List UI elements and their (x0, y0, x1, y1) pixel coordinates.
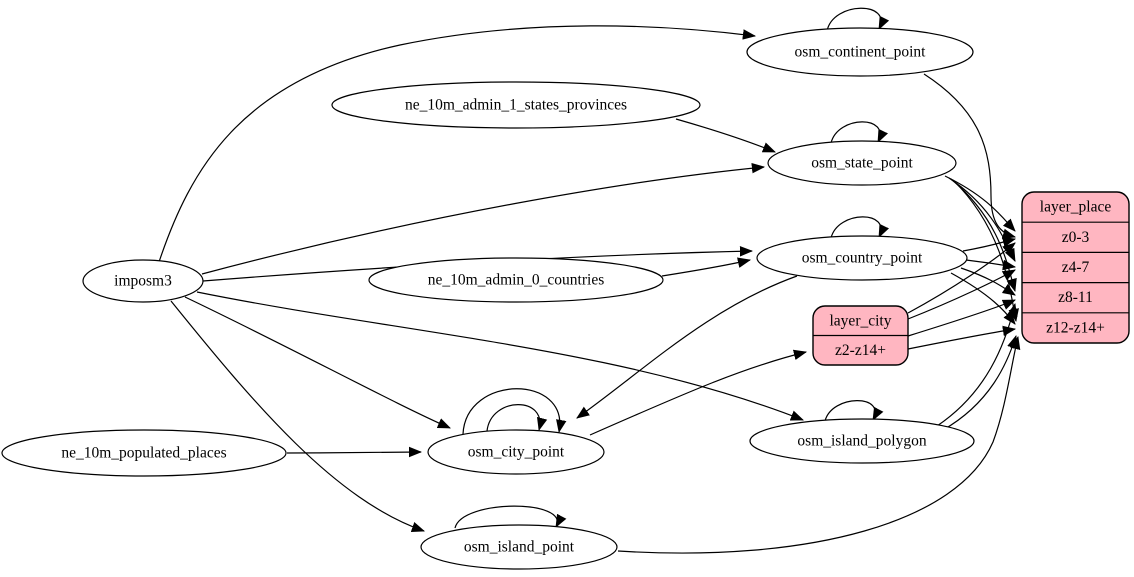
edge-osm_island_point-to-layer_place-z12-z14+ (617, 335, 1021, 554)
node-ne_10m_populated_places: ne_10m_populated_places (1, 429, 287, 477)
edge-osm_state_point-to-layer_place-z0-3 (944, 175, 1016, 232)
table-label-ne_10m_populated_places: ne_10m_populated_places (61, 445, 226, 462)
table-label-osm_island_polygon: osm_island_polygon (797, 433, 926, 450)
edge-osm_country_point-to-layer_place-z4-7 (965, 259, 1017, 271)
record-row-layer_city-z2-z14+: z2-z14+ (835, 342, 886, 359)
edge-osm_island_polygon-to-layer_place-z8-11 (936, 302, 1018, 427)
edge-layer_city-to-layer_place-z12-z14+ (907, 325, 1017, 350)
edge-imposm3-to-osm_island_point (170, 300, 425, 532)
node-ne_10m_admin_0_countries: ne_10m_admin_0_countries (368, 257, 664, 303)
self-loop-edge-osm_country_point-to-osm_country_point (830, 216, 890, 239)
table-label-ne_10m_admin_1_states_provinces: ne_10m_admin_1_states_provinces (405, 97, 627, 114)
node-osm_city_point: osm_city_point (427, 429, 605, 475)
record-box-layer_place (1021, 191, 1130, 344)
edge-osm_country_point-to-layer_place-z0-3 (962, 236, 1017, 252)
edge-osm_continent_point-to-layer_place-z0-3 (923, 73, 1017, 239)
node-osm_state_point: osm_state_point (767, 140, 957, 186)
node-osm_country_point: osm_country_point (756, 235, 968, 281)
node-layer_city: layer_city z2-z14+ (812, 305, 909, 366)
table-ellipse-osm_island_point (420, 524, 618, 570)
edge-osm_country_point-to-osm_city_point (576, 275, 798, 419)
record-row-layer_place-z4-7: z4-7 (1062, 259, 1090, 276)
table-ellipse-ne_10m_populated_places (1, 429, 287, 477)
self-loop-edge-osm_island_polygon-to-osm_island_polygon (824, 400, 884, 422)
self-loop-edge-osm_continent_point-to-osm_continent_point (826, 7, 890, 32)
table-label-osm_state_point: osm_state_point (811, 155, 913, 172)
edge-osm_state_point-to-layer_place-z8-11 (950, 178, 1017, 293)
record-row-layer_place-z8-11: z8-11 (1058, 289, 1093, 306)
table-label-osm_continent_point: osm_continent_point (795, 44, 927, 61)
edge-ne_10m_populated_places-to-osm_city_point (286, 446, 423, 458)
record-title-layer_place: layer_place (1040, 199, 1112, 216)
table-label-ne_10m_admin_0_countries: ne_10m_admin_0_countries (428, 272, 605, 289)
table-ellipse-ne_10m_admin_0_countries (368, 257, 664, 303)
node-imposm3: imposm3 (82, 259, 204, 303)
edge-osm_city_point-to-layer_city-z2-z14+ (589, 349, 808, 436)
node-osm_island_polygon: osm_island_polygon (749, 418, 975, 464)
edge-imposm3-to-osm_city_point (184, 296, 451, 429)
table-label-imposm3: imposm3 (114, 273, 172, 290)
edge-layer_city-to-layer_place-z4-7 (907, 269, 1016, 320)
edge-osm_country_point-to-layer_place-z12-z14+ (950, 272, 1016, 325)
table-label-osm_city_point: osm_city_point (468, 444, 565, 461)
table-label-osm_island_point: osm_island_point (464, 539, 575, 556)
edge-layer_city-to-layer_place-z0-3 (907, 242, 1016, 314)
table-ellipse-ne_10m_admin_1_states_provinces (331, 81, 701, 129)
table-ellipse-osm_island_polygon (749, 418, 975, 464)
node-ne_10m_admin_1_states_provinces: ne_10m_admin_1_states_provinces (331, 81, 701, 129)
self-loop-edge-osm_island_point-to-osm_island_point (454, 505, 567, 529)
self-loop-edge-osm_city_point-to-osm_city_point (486, 404, 548, 432)
edge-ne_10m_admin_1_states_provinces-to-osm_state_point (675, 118, 776, 153)
table-ellipse-osm_country_point (756, 235, 968, 281)
node-osm_island_point: osm_island_point (420, 524, 618, 570)
record-row-layer_place-z0-3: z0-3 (1062, 229, 1090, 246)
edge-imposm3-to-osm_continent_point (158, 25, 757, 263)
table-ellipse-osm_continent_point (746, 27, 974, 77)
nodes-layer: imposm3 ne_10m_admin_1_states_provincesne… (1, 27, 1130, 570)
node-osm_continent_point: osm_continent_point (746, 27, 974, 77)
table-ellipse-osm_state_point (767, 140, 957, 186)
record-row-layer_place-z12-z14+: z12-z14+ (1046, 319, 1105, 336)
self-loop-edge-osm_city_point-to-osm_city_point (462, 388, 567, 435)
table-label-osm_country_point: osm_country_point (802, 250, 923, 267)
edge-imposm3-to-osm_state_point (201, 162, 766, 275)
table-ellipse-osm_city_point (427, 429, 605, 475)
edge-osm_island_polygon-to-layer_place-z12-z14+ (942, 334, 1018, 431)
record-title-layer_city: layer_city (830, 312, 892, 329)
edges-layer (158, 7, 1021, 554)
edge-osm_country_point-to-layer_place-z8-11 (960, 267, 1016, 296)
node-layer_place: layer_place z0-3 z4-7 z8-11 z12-z14+ (1021, 191, 1130, 344)
edge-imposm3-to-osm_island_polygon (196, 291, 804, 421)
self-loop-edge-osm_state_point-to-osm_state_point (830, 121, 889, 144)
edge-ne_10m_admin_0_countries-to-osm_country_point (661, 257, 752, 277)
table-ellipse-imposm3 (82, 259, 204, 303)
